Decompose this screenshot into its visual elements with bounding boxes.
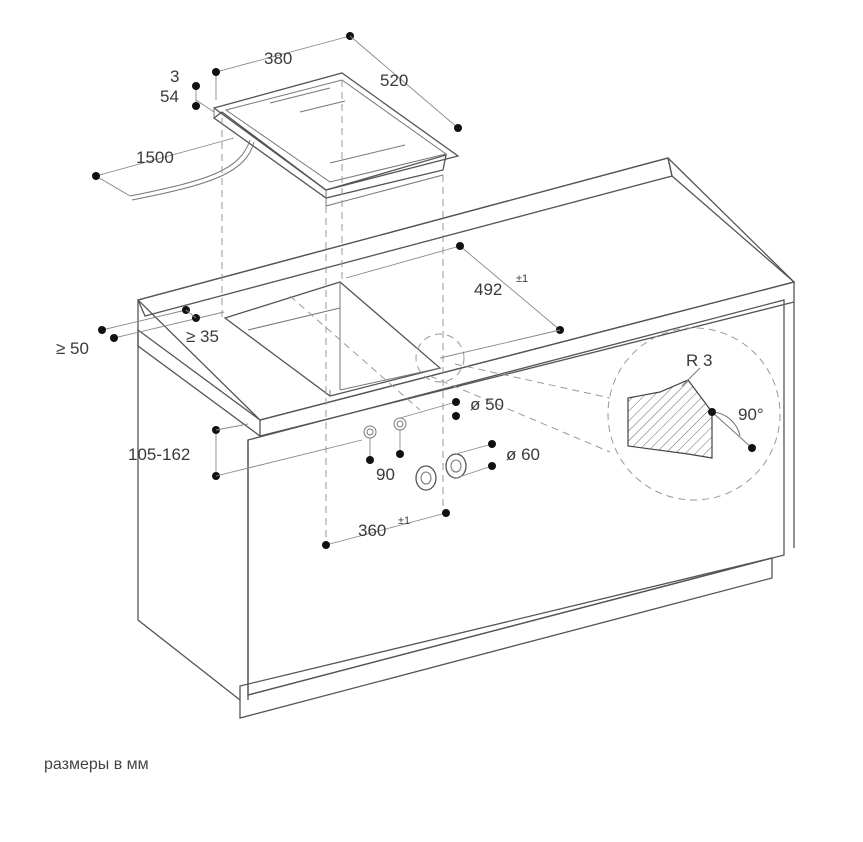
units-caption: размеры в мм: [44, 756, 149, 773]
pipe-large-right: [445, 453, 467, 479]
detail-marker-circle: [415, 333, 465, 383]
label-360-tolerance: ±1: [398, 515, 410, 527]
label-min-back: ≥ 50: [56, 339, 89, 358]
label-380: 380: [264, 49, 292, 68]
dimension-labels: 380 520 3 54 1500 492 ±1 ≥ 50 ≥ 35 105-1…: [56, 49, 764, 540]
label-1500: 1500: [136, 148, 174, 167]
label-360: 360: [358, 521, 386, 540]
label-radius: R 3: [686, 351, 712, 370]
dimension-lines: [92, 32, 756, 549]
pipe-large-left: [415, 465, 437, 491]
label-min-side: ≥ 35: [186, 327, 219, 346]
pipe-small-left: [363, 425, 377, 439]
label-pipe-dia-large: ø 60: [506, 445, 540, 464]
label-cabinet-height: 105-162: [128, 445, 190, 464]
cabinet: [136, 157, 796, 719]
label-54: 54: [160, 87, 179, 106]
projection-lines: [221, 80, 611, 545]
pipe-small-right: [393, 417, 407, 431]
label-3: 3: [170, 67, 179, 86]
label-angle: 90°: [738, 405, 764, 424]
cutout: [223, 281, 442, 397]
label-492: 492: [474, 280, 502, 299]
label-pipe-dia: ø 50: [470, 395, 504, 414]
detail-magnified: [607, 327, 781, 501]
label-pipe-offset: 90: [376, 465, 395, 484]
label-492-tolerance: ±1: [516, 273, 528, 285]
label-520: 520: [380, 71, 408, 90]
hob-appliance: [129, 72, 460, 207]
